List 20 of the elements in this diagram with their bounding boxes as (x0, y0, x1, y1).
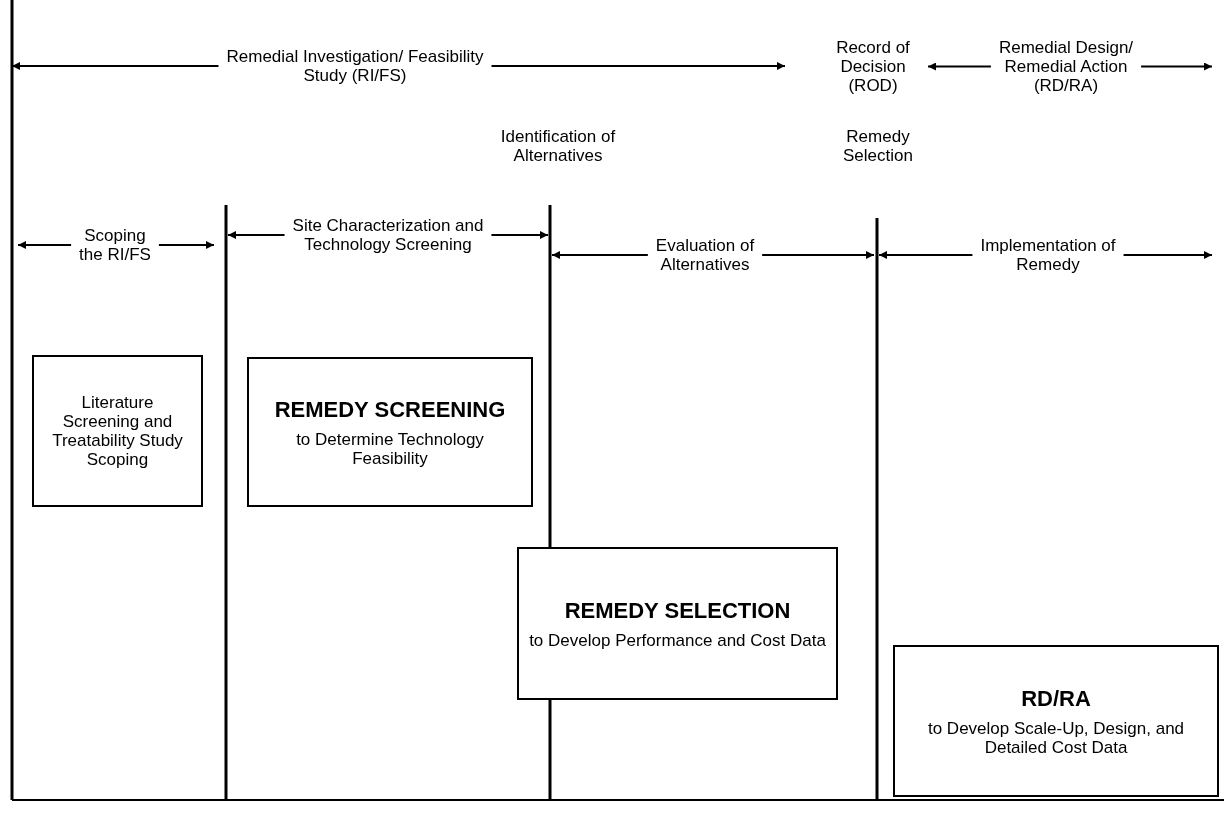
stage-box (517, 547, 838, 700)
box-text: to Determine Technology Feasibility (295, 429, 485, 468)
box-text: to Develop Scale-Up, Design, and Detailed Cost Data (926, 718, 1186, 757)
box-heading: REMEDY SELECTION (563, 597, 792, 623)
phase-label: Site Characterization and Technology Screening (291, 216, 485, 254)
box-heading: REMEDY SCREENING (273, 396, 507, 422)
stage-box (32, 355, 203, 507)
box-text: to Develop Performance and Cost Data (528, 630, 827, 650)
phase-label: Implementation of Remedy (979, 236, 1117, 274)
stage-box (247, 357, 533, 507)
box-text: Literature Screening and Treatability Study Scoping (51, 393, 184, 469)
phase-label: Remedial Investigation/ Feasibility Study (RI/FS) (225, 47, 485, 85)
phase-label: Evaluation of Alternatives (654, 236, 756, 274)
phase-label: Identification of Alternatives (499, 127, 617, 165)
box-heading: RD/RA (1020, 685, 1092, 711)
phase-label: Scoping the RI/FS (78, 226, 152, 264)
phase-label: Record of Decision (ROD) (835, 38, 911, 95)
stage-box (893, 645, 1219, 797)
phase-label: Remedy Selection (842, 127, 914, 165)
phase-label: Remedial Design/ Remedial Action (RD/RA) (997, 38, 1135, 95)
